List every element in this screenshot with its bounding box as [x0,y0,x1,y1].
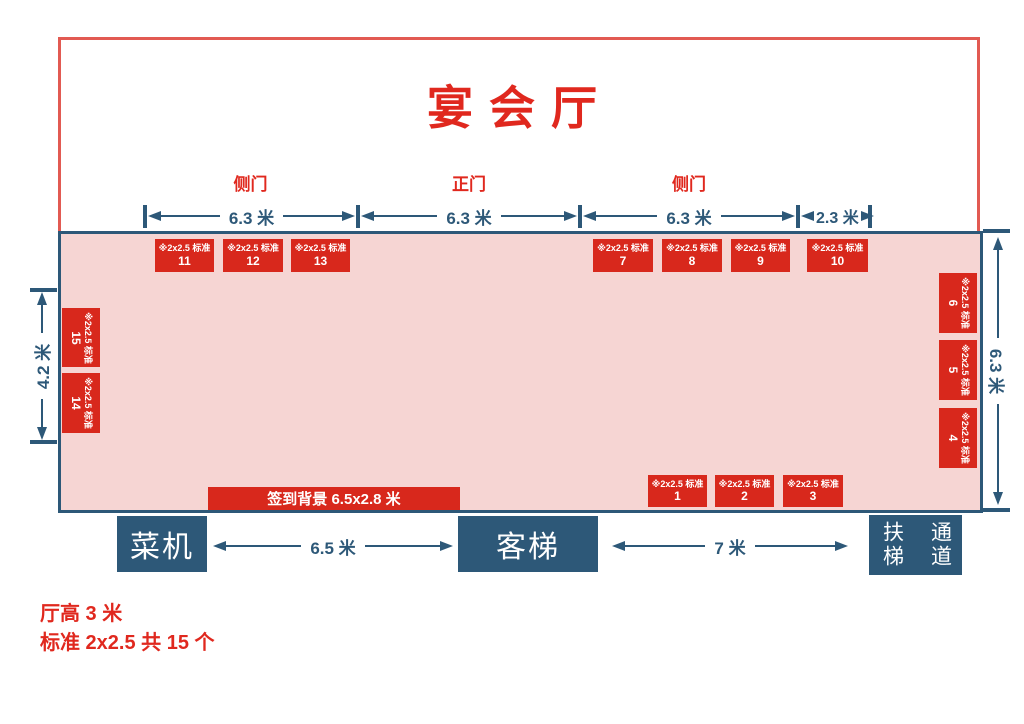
door-label-side-left: 侧门 [233,175,268,194]
hall-outline [58,37,980,233]
booth-4: ※2x2.5 标准 4 [939,408,977,468]
page-title: 宴会厅 [427,82,613,134]
booth-2: ※2x2.5 标准 2 [715,475,774,507]
booth-12: ※2x2.5 标准 12 [223,239,283,272]
facility-food-lift: 菜机 [117,516,207,572]
door-label-side-right: 侧门 [672,175,706,194]
dim-bottom-left: 6.5 米 [213,536,454,558]
escalator-label: 扶梯 [880,521,904,569]
arrow-left-icon [148,211,161,221]
arrow-up-icon [993,237,1003,250]
booth-7: ※2x2.5 标准 7 [593,239,653,272]
arrow-up-icon [37,292,47,305]
arrow-right-icon [440,541,454,551]
facility-escalator-passage: 扶梯 通道 [869,515,962,575]
facility-guest-elevator: 客梯 [458,516,598,572]
arrow-down-icon [993,492,1003,505]
dim-top-3: 6.3 米 [583,206,796,228]
booth-5: ※2x2.5 标准 5 [939,340,977,400]
dim-tick [796,205,800,228]
dim-top-1: 6.3 米 [148,206,356,228]
dim-tick [143,205,147,228]
booth-10: ※2x2.5 标准 10 [807,239,868,272]
arrow-right-icon [835,541,848,551]
arrow-right-icon [782,211,796,221]
arrow-left-icon [801,211,814,221]
note-booth-count: 标准 2x2.5 共 15 个 [40,632,215,654]
arrow-right-icon [342,211,356,221]
dim-tick [983,229,1010,233]
hall-floor [58,231,983,513]
booth-11: ※2x2.5 标准 11 [155,239,214,272]
arrow-left-icon [612,541,625,551]
note-hall-height: 厅高 3 米 [40,603,123,625]
dim-top-2: 6.3 米 [361,206,578,228]
booth-14: ※2x2.5 标准 14 [62,373,100,433]
booth-15: ※2x2.5 标准 15 [62,308,100,367]
door-label-main: 正门 [452,175,486,194]
booth-1: ※2x2.5 标准 1 [648,475,707,507]
dim-tick [578,205,582,228]
dim-tick [356,205,360,228]
passage-label: 通道 [928,521,952,569]
dim-left: 4.2 米 [32,292,54,440]
notes: 厅高 3 米 标准 2x2.5 共 15 个 [40,600,215,658]
arrow-left-icon [213,541,226,551]
dim-top-4: 2.3 米 [801,206,874,227]
dim-tick [983,508,1010,512]
booth-8: ※2x2.5 标准 8 [662,239,722,272]
dim-bottom-right: 7 米 [612,536,848,558]
arrow-left-icon [583,211,596,221]
booth-6: ※2x2.5 标准 6 [939,273,977,333]
booth-13: ※2x2.5 标准 13 [291,239,350,272]
signin-backdrop: 签到背景 6.5x2.8 米 [208,487,460,510]
booth-3: ※2x2.5 标准 3 [783,475,843,507]
dim-tick [30,440,57,444]
dim-right: 6.3 米 [987,237,1008,505]
booth-9: ※2x2.5 标准 9 [731,239,790,272]
arrow-right-icon [860,211,874,221]
arrow-down-icon [37,427,47,440]
arrow-right-icon [564,211,578,221]
dim-tick [30,288,57,292]
arrow-left-icon [361,211,374,221]
